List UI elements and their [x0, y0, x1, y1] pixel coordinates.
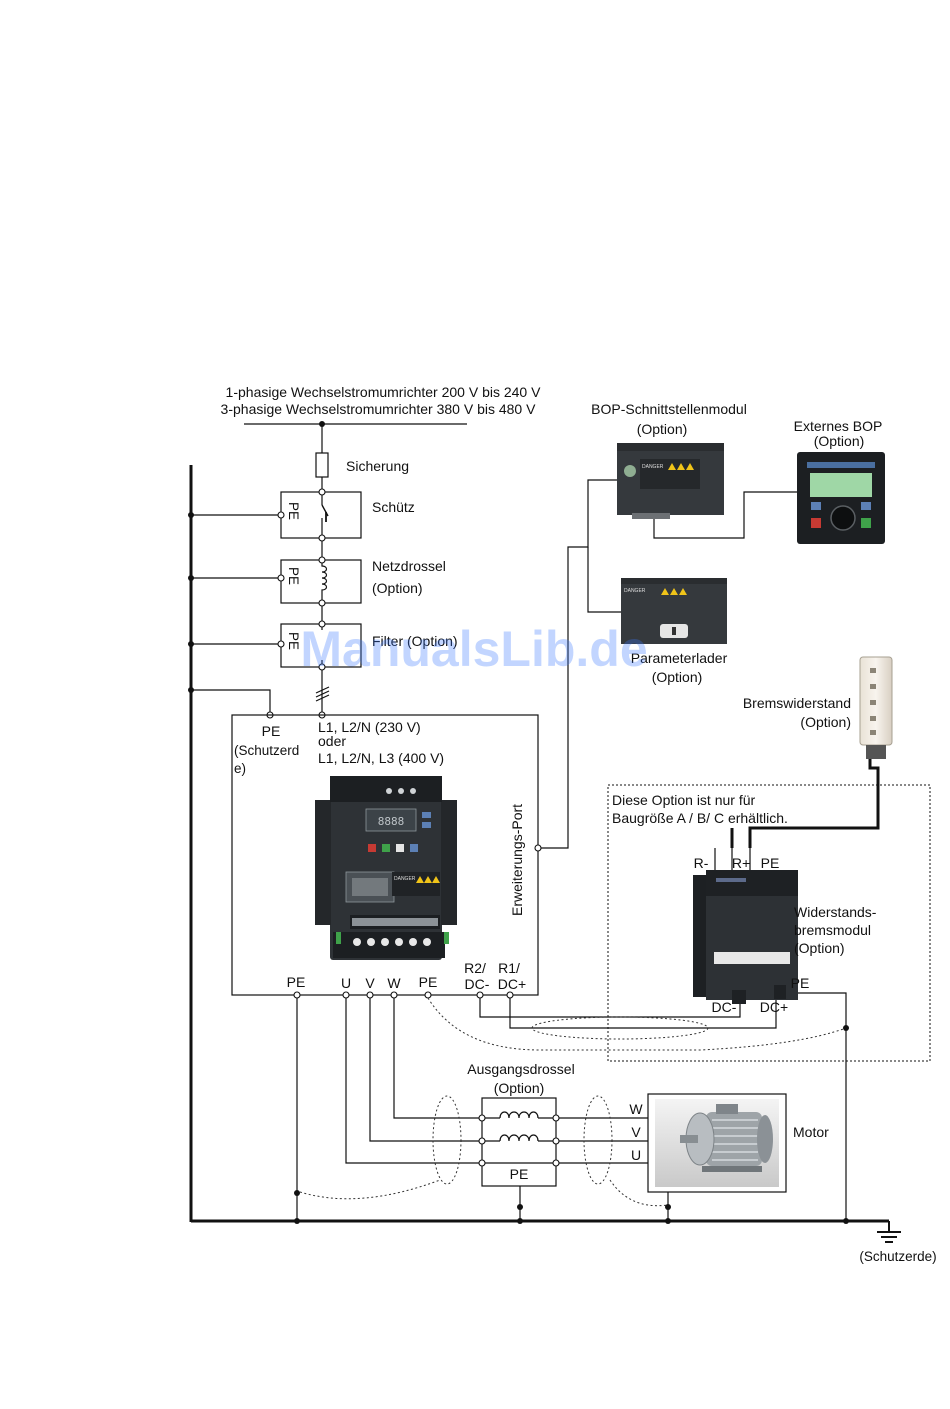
svg-text:DANGER: DANGER	[642, 464, 664, 470]
filter-label: Filter (Option)	[372, 633, 458, 649]
output-reactor-box	[481, 1097, 557, 1187]
terminal-pe-label: PE	[287, 974, 306, 990]
brake-resistor-device	[859, 656, 893, 759]
supply-3ph-label: 3-phasige Wechselstromumrichter 380 V bi…	[221, 401, 537, 417]
inverter-pe-note-2: e)	[234, 761, 246, 776]
brake-resistor-option: (Option)	[800, 714, 851, 730]
inverter-icon: 8888 DANGER	[315, 776, 457, 960]
braking-module-title-2: bremsmodul	[794, 922, 871, 938]
coil-icon	[321, 560, 328, 603]
output-wiring	[296, 995, 777, 1221]
inverter-pe-note-1: (Schutzerd	[234, 743, 299, 758]
bop-module-label: BOP-Schnittstellenmodul	[591, 401, 747, 417]
braking-r-plus-label: R+	[732, 855, 750, 871]
fuse-label: Sicherung	[346, 458, 409, 474]
terminal-pe2-label: PE	[419, 974, 438, 990]
contactor-label: Schütz	[372, 499, 415, 515]
braking-pe-side-label: PE	[791, 975, 810, 991]
fuse-icon	[315, 452, 329, 478]
contactor-icon	[321, 492, 329, 538]
external-bop-label: Externes BOP	[794, 418, 883, 434]
terminal-w-label: W	[387, 975, 401, 991]
svg-text:DANGER: DANGER	[394, 876, 416, 882]
supply-1ph-label: 1-phasige Wechselstromumrichter 200 V bi…	[226, 384, 542, 400]
inverter-pe-label: PE	[262, 723, 281, 739]
contactor-pe-tag: PE	[286, 502, 301, 520]
output-reactor-option-label: (Option)	[494, 1080, 545, 1096]
brake-resistor-label: Bremswiderstand	[743, 695, 851, 711]
svg-text:8888: 8888	[378, 815, 405, 828]
braking-option-area	[607, 784, 931, 1062]
external-bop-device	[797, 452, 885, 544]
reactor-pe-tag: PE	[286, 567, 301, 585]
mains-label-2: oder	[318, 733, 346, 749]
external-bop-option: (Option)	[814, 433, 865, 449]
braking-pe-top-label: PE	[761, 855, 780, 871]
pe-taps	[191, 514, 281, 715]
terminal-dcm-label: DC-	[465, 976, 490, 992]
output-reactor-pe-label: PE	[510, 1166, 529, 1182]
braking-module-option: (Option)	[794, 940, 845, 956]
svg-text:DANGER: DANGER	[624, 588, 646, 594]
braking-note-1: Diese Option ist nur für	[612, 792, 756, 808]
motor-icon	[655, 1099, 779, 1187]
braking-dc-plus-label: DC+	[760, 999, 788, 1015]
line-reactor-option-label: (Option)	[372, 580, 423, 596]
bop-module-device: DANGER	[617, 443, 724, 519]
terminal-r1-label: R1/	[498, 960, 520, 976]
terminal-dcp-label: DC+	[498, 976, 526, 992]
expansion-wiring	[538, 479, 798, 849]
shield-lines	[299, 997, 847, 1207]
inverter-frame	[231, 714, 539, 996]
motor-w-label: W	[629, 1101, 643, 1117]
ground-icon	[877, 1221, 901, 1243]
motor-label: Motor	[793, 1124, 829, 1140]
terminal-u-label: U	[341, 975, 351, 991]
param-loader-device: DANGER	[621, 578, 727, 644]
filter-pe-tag: PE	[286, 632, 301, 650]
motor-u-label: U	[631, 1147, 641, 1163]
braking-r-minus-label: R-	[694, 855, 709, 871]
braking-module-title-1: Widerstands-	[794, 904, 877, 920]
braking-dc-minus-label: DC-	[712, 999, 737, 1015]
braking-note-2: Baugröße A / B/ C erhältlich.	[612, 810, 788, 826]
mains-label-1: L1, L2/N (230 V)	[318, 719, 421, 735]
line-reactor-label: Netzdrossel	[372, 558, 446, 574]
braking-module-device	[693, 870, 798, 1004]
terminal-v-label: V	[365, 975, 375, 991]
bop-module-option: (Option)	[637, 421, 688, 437]
brake-resistor-wiring	[730, 748, 880, 848]
mains-label-3: L1, L2/N, L3 (400 V)	[318, 750, 444, 766]
terminal-r2-label: R2/	[464, 960, 486, 976]
param-loader-label: Parameterlader	[631, 650, 728, 666]
expansion-port-label: Erweiterungs-Port	[509, 804, 525, 916]
watermark: ManualsLib.de	[300, 621, 647, 677]
motor-v-label: V	[631, 1124, 641, 1140]
output-reactor-label: Ausgangsdrossel	[467, 1061, 574, 1077]
ground-label: (Schutzerde)	[859, 1249, 936, 1264]
param-loader-option: (Option)	[652, 669, 703, 685]
